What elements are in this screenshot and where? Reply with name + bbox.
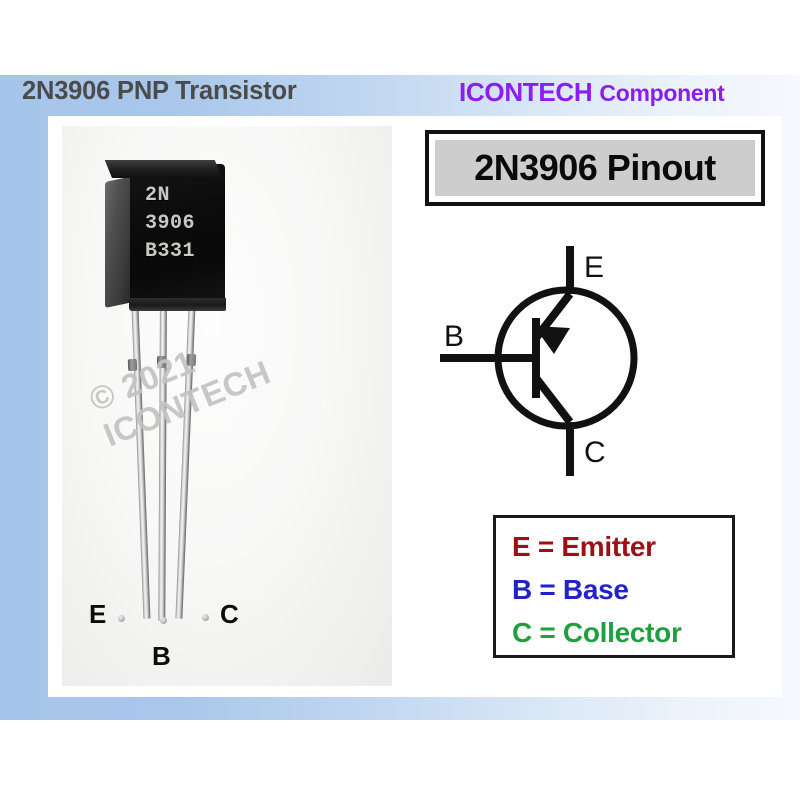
- package-bottom-lip: [129, 298, 226, 311]
- legend-item-emitter: E = Emitter: [512, 531, 656, 562]
- brand-suffix: Component: [599, 80, 725, 106]
- package-marking: 2N 3906 B331: [145, 182, 225, 266]
- transistor-symbol-svg: [440, 228, 638, 494]
- pin-base-kink: [157, 356, 166, 368]
- legend-box: E = Emitter B = Base C = Collector: [493, 515, 735, 658]
- legend-item-base: B = Base: [512, 574, 629, 605]
- transistor-photo: 2N 3906 B331 © 2021 ICONTECH E B C: [48, 116, 408, 697]
- photo-pin-label-base: B: [152, 641, 171, 671]
- photo-pin-label-emitter: E: [89, 599, 107, 629]
- content-panel: 2N 3906 B331 © 2021 ICONTECH E B C 2N390…: [48, 116, 782, 697]
- pin-base-tip: [160, 617, 167, 624]
- brand-name: ICONTECH: [459, 77, 593, 107]
- package-front-face: [130, 164, 225, 303]
- package-top-bevel: [104, 160, 222, 178]
- photo-pin-label-collector: C: [220, 599, 239, 629]
- package-side-face: [105, 176, 133, 308]
- symbol-label-base: B: [444, 320, 465, 353]
- package-marking-line-3: B331: [145, 240, 196, 263]
- package-marking-line-1: 2N: [145, 184, 171, 207]
- pin-collector-tip: [202, 614, 209, 621]
- symbol-label-collector: C: [584, 436, 606, 469]
- pin-collector-kink: [186, 353, 197, 367]
- pinout-title-text: 2N3906 Pinout: [474, 147, 716, 188]
- transistor-package: 2N 3906 B331: [104, 160, 226, 311]
- page-title: 2N3906 PNP Transistor: [22, 77, 297, 105]
- pinout-title-plate: 2N3906 Pinout: [425, 130, 765, 206]
- transistor-symbol: E B C: [418, 228, 708, 494]
- package-marking-line-2: 3906: [145, 212, 196, 235]
- symbol-emitter-arrowhead: [534, 326, 570, 354]
- pin-emitter-kink: [127, 358, 138, 372]
- legend-item-collector: C = Collector: [512, 617, 682, 648]
- pinout-diagram: 2N3906 Pinout: [408, 116, 782, 697]
- pin-emitter-tip: [118, 615, 125, 622]
- legend-list: E = Emitter B = Base C = Collector: [512, 525, 726, 654]
- symbol-label-emitter: E: [584, 251, 605, 284]
- pinout-title-plate-inner: 2N3906 Pinout: [435, 140, 755, 196]
- symbol-collector-diagonal: [532, 375, 574, 425]
